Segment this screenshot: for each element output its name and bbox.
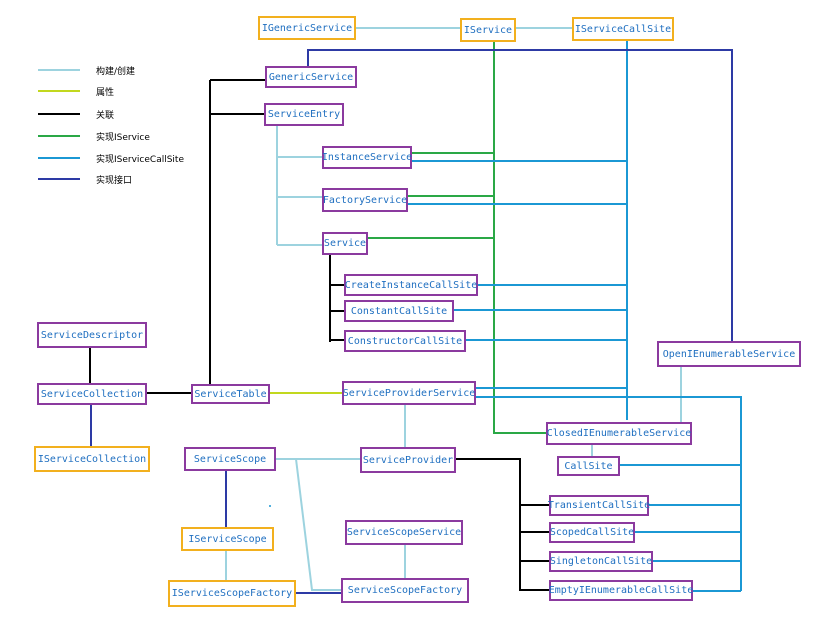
legend-item-create: 构建/创建: [38, 63, 135, 77]
legend-item-association: 关联: [38, 107, 114, 121]
callsite-node[interactable]: CallSite: [557, 456, 620, 476]
servicecollection-node[interactable]: ServiceCollection: [37, 383, 147, 405]
legend-label-property: 属性: [96, 87, 115, 98]
singletoncallsite-node[interactable]: SingletonCallSite: [549, 551, 653, 572]
legend-swatch-icallsite: [38, 157, 80, 159]
instanceservice-node[interactable]: InstanceService: [322, 146, 412, 169]
openienumerableservice-node[interactable]: OpenIEnumerableService: [657, 341, 801, 367]
closedienumerableservice-node[interactable]: ClosedIEnumerableService: [546, 422, 692, 445]
legend-label-iservice: 实现IService: [96, 132, 150, 143]
serviceprovider-node[interactable]: ServiceProvider: [360, 447, 456, 473]
genericservice-node[interactable]: GenericService: [265, 66, 357, 88]
servicescopefactory-node[interactable]: ServiceScopeFactory: [341, 578, 469, 603]
legend-item-property: 属性: [38, 84, 114, 98]
legend-swatch-property: [38, 90, 80, 92]
iservice-connectors: [368, 40, 546, 434]
iservicescope-node[interactable]: IServiceScope: [181, 527, 274, 551]
association-connectors: [89, 79, 549, 591]
create-connectors: [225, 27, 682, 591]
legend-swatch-association: [38, 113, 80, 115]
factoryservice-node[interactable]: FactoryService: [322, 188, 408, 212]
icallsite-connectors: [408, 40, 742, 592]
legend-swatch-interface: [38, 178, 80, 180]
legend-item-icallsite: 实现IServiceCallSite: [38, 151, 184, 165]
legend-swatch-create: [38, 69, 80, 71]
iservicescopefactory-node[interactable]: IServiceScopeFactory: [168, 580, 296, 607]
legend-label-association: 关联: [96, 110, 115, 121]
serviceproviderservice-node[interactable]: ServiceProviderService: [342, 381, 476, 405]
legend-item-interface: 实现接口: [38, 172, 132, 186]
legend-swatch-iservice: [38, 135, 80, 137]
scopedcallsite-node[interactable]: ScopedCallSite: [549, 522, 635, 543]
transientcallsite-node[interactable]: TransientCallSite: [548, 495, 650, 516]
emptyienumerablecallsite-node[interactable]: EmptyIEnumerableCallSite: [549, 580, 693, 601]
legend-item-iservice: 实现IService: [38, 129, 150, 143]
createinstancecallsite-node[interactable]: CreateInstanceCallSite: [344, 274, 478, 296]
servicedescriptor-node[interactable]: ServiceDescriptor: [37, 322, 147, 348]
servicetable-node[interactable]: ServiceTable: [191, 384, 270, 404]
connector-provider-callsites: [456, 458, 521, 591]
iservice-node[interactable]: IService: [460, 18, 516, 42]
legend-label-interface: 实现接口: [96, 175, 133, 186]
iservicecollection-node[interactable]: IServiceCollection: [34, 446, 150, 472]
connector-servicescope-factory: [295, 458, 341, 591]
iservicecallsite-node[interactable]: IServiceCallSite: [572, 17, 674, 41]
serviceentry-node[interactable]: ServiceEntry: [264, 103, 344, 126]
connector-interface-top: [307, 49, 733, 341]
interface-connectors: [90, 49, 733, 594]
legend-label-icallsite: 实现IServiceCallSite: [96, 154, 184, 165]
service-node[interactable]: Service: [322, 232, 368, 255]
constantcallsite-node[interactable]: ConstantCallSite: [344, 300, 454, 322]
connector-iservice-trunk: [493, 40, 546, 434]
constructorcallsite-node[interactable]: ConstructorCallSite: [344, 330, 466, 352]
stray-dot: [269, 505, 271, 507]
servicescope-node[interactable]: ServiceScope: [184, 447, 276, 471]
igenericservice-node[interactable]: IGenericService: [258, 16, 356, 40]
legend-label-create: 构建/创建: [96, 66, 136, 77]
connector-callsite-right-trunk: [476, 396, 742, 591]
servicescopeservice-node[interactable]: ServiceScopeService: [345, 520, 463, 545]
